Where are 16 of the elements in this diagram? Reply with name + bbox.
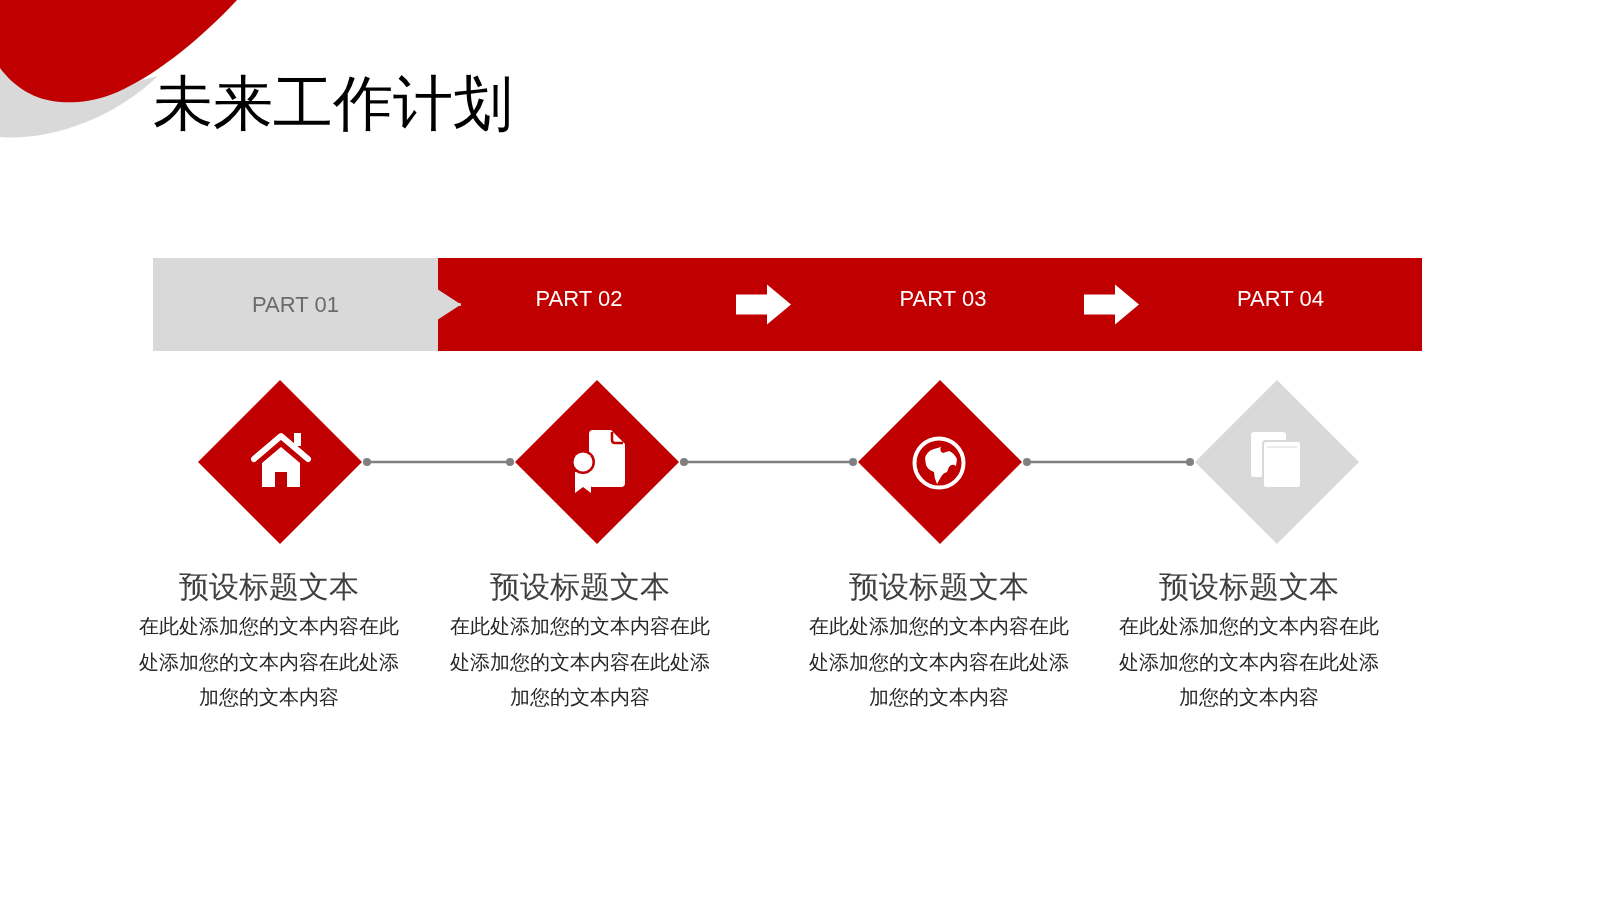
connector-line: [1023, 458, 1194, 466]
heading: 预设标题文本: [490, 569, 670, 605]
banner-segment: PART 01: [153, 258, 438, 351]
connector-line: [680, 458, 857, 466]
body-text: 在此处添加您的文本内容在此处添加您的文本内容在此处添加您的文本内容: [808, 614, 1070, 710]
block-arrow: [1084, 284, 1139, 325]
chevron-arrow: [438, 289, 461, 320]
body-text: 在此处添加您的文本内容在此处添加您的文本内容在此处添加您的文本内容: [1118, 614, 1380, 710]
heading: 预设标题文本: [849, 569, 1029, 605]
body-text: 在此处添加您的文本内容在此处添加您的文本内容在此处添加您的文本内容: [449, 614, 711, 710]
body-text: 在此处添加您的文本内容在此处添加您的文本内容在此处添加您的文本内容: [138, 614, 400, 710]
connector-line: [363, 458, 514, 466]
block-arrow: [736, 284, 791, 325]
heading: 预设标题文本: [1159, 569, 1339, 605]
heading: 预设标题文本: [179, 569, 359, 605]
title: 未来工作计划: [153, 69, 513, 139]
